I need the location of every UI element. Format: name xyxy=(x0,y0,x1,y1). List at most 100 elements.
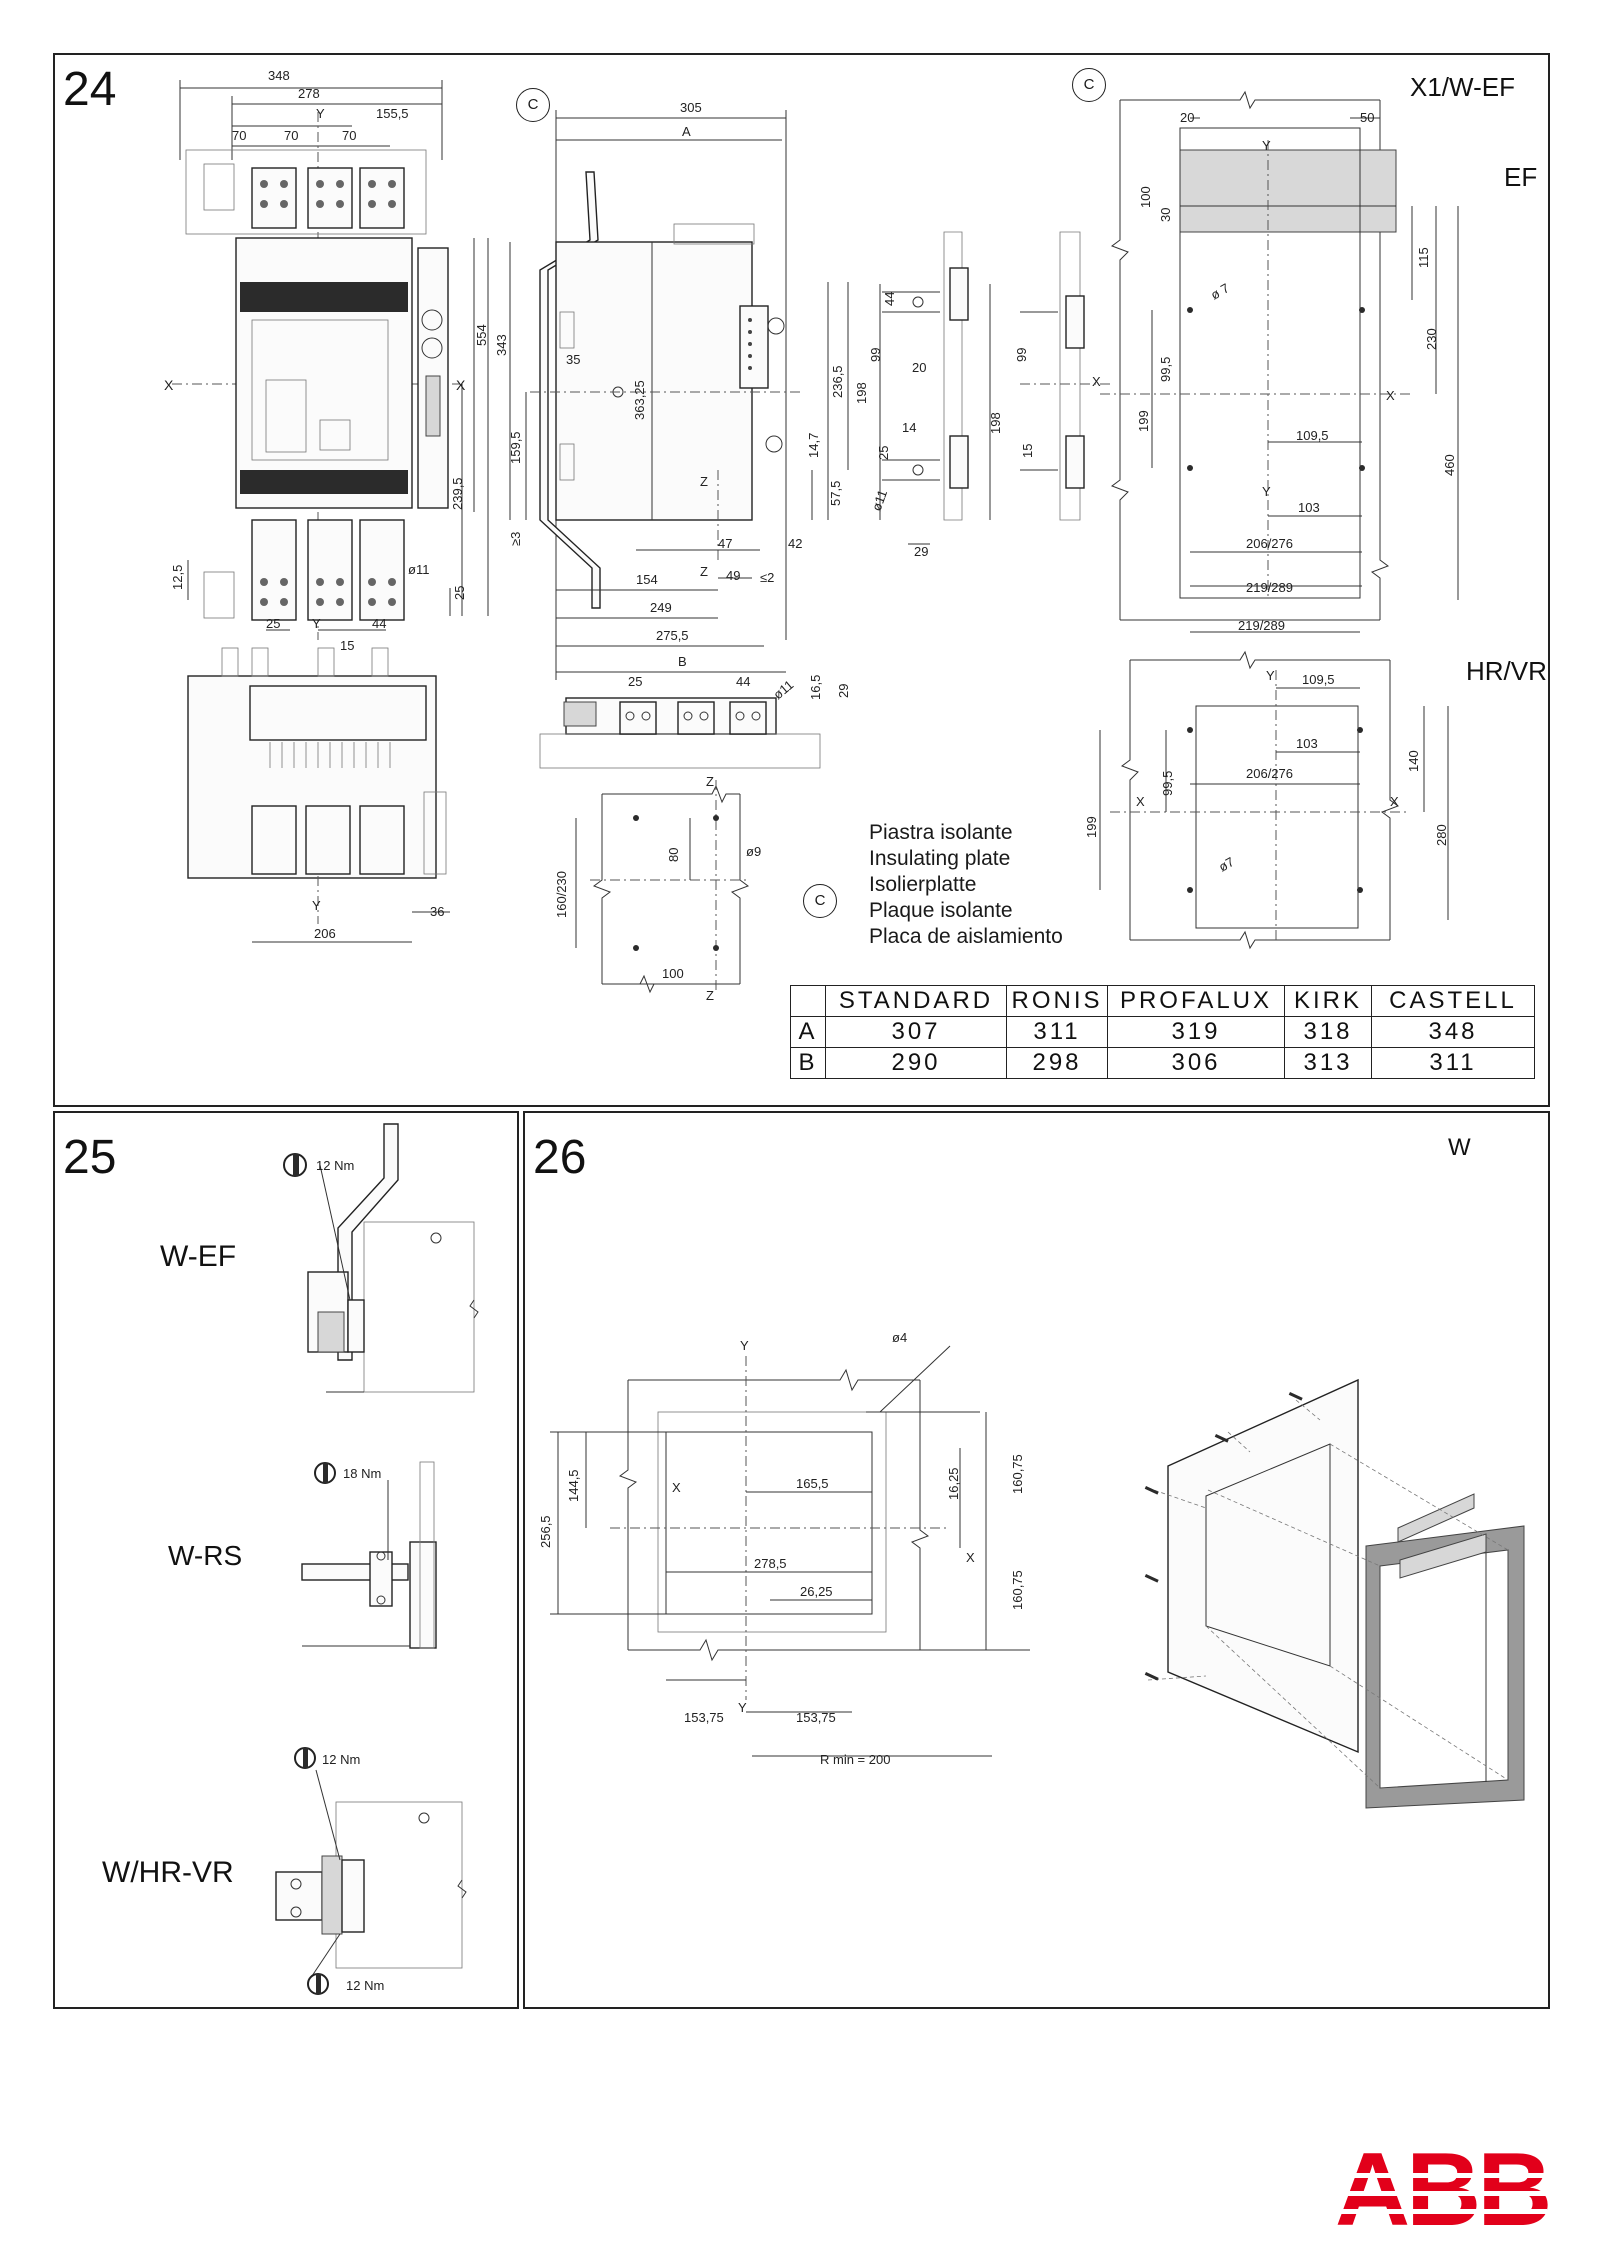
svg-text:100: 100 xyxy=(1138,186,1153,208)
svg-text:36: 36 xyxy=(430,904,444,919)
svg-text:12 Nm: 12 Nm xyxy=(316,1158,354,1173)
svg-text:X: X xyxy=(1386,388,1395,403)
svg-text:199: 199 xyxy=(1084,816,1099,838)
svg-text:18 Nm: 18 Nm xyxy=(343,1466,381,1481)
svg-text:Y: Y xyxy=(740,1338,749,1353)
callout-c-1: C xyxy=(516,88,550,122)
svg-text:109,5: 109,5 xyxy=(1296,428,1329,443)
svg-text:20: 20 xyxy=(912,360,926,375)
svg-text:70: 70 xyxy=(342,128,356,143)
table-cell xyxy=(790,985,826,1017)
svg-text:ø7: ø7 xyxy=(1216,854,1237,875)
table-cell: A xyxy=(790,1016,826,1048)
svg-text:35: 35 xyxy=(566,352,580,367)
svg-text:57,5: 57,5 xyxy=(828,481,843,506)
svg-text:12 Nm: 12 Nm xyxy=(346,1978,384,1993)
tag-w: W xyxy=(1448,1134,1471,1161)
svg-text:ø9: ø9 xyxy=(746,844,761,859)
table-cell: CASTELL xyxy=(1371,985,1535,1017)
svg-text:≥3: ≥3 xyxy=(508,532,523,546)
breaker-side-dims: 305 A 35 363,25 159,5 ≥3 236,5 198 57,5 … xyxy=(508,100,869,669)
table-cell: 290 xyxy=(825,1047,1007,1079)
label-w-ef: W-EF xyxy=(160,1240,237,1273)
svg-text:Y: Y xyxy=(312,898,321,913)
svg-text:ø4: ø4 xyxy=(892,1330,907,1345)
svg-text:16,25: 16,25 xyxy=(946,1467,961,1500)
svg-text:Y: Y xyxy=(312,616,321,631)
svg-text:230: 230 xyxy=(1424,328,1439,350)
abb-logo: ABB xyxy=(1335,2138,1552,2242)
svg-text:80: 80 xyxy=(666,848,681,862)
svg-text:14,7: 14,7 xyxy=(806,433,821,458)
panel-24-number: 24 xyxy=(63,63,117,116)
svg-text:239,5: 239,5 xyxy=(450,477,465,510)
table-cell: 306 xyxy=(1107,1047,1285,1079)
panel-25 xyxy=(53,1111,519,2009)
svg-text:X: X xyxy=(456,377,466,393)
svg-text:343: 343 xyxy=(494,334,509,356)
svg-text:236,5: 236,5 xyxy=(830,365,845,398)
svg-text:≤2: ≤2 xyxy=(760,570,774,585)
svg-text:305: 305 xyxy=(680,100,702,115)
svg-text:A: A xyxy=(682,124,691,139)
door-cutout-dims: ø4 Y 256,5 144,5 X 165,5 16,25 160,75 X … xyxy=(538,1330,1025,1767)
svg-text:Z: Z xyxy=(700,474,708,489)
svg-text:153,75: 153,75 xyxy=(796,1710,836,1725)
table-cell: KIRK xyxy=(1284,985,1372,1017)
svg-text:47: 47 xyxy=(718,536,732,551)
w-ef-detail xyxy=(283,1123,479,1393)
svg-text:44: 44 xyxy=(736,674,750,689)
table-cell: 298 xyxy=(1006,1047,1108,1079)
svg-text:12 Nm: 12 Nm xyxy=(322,1752,360,1767)
legend-line-es: Placa de aislamiento xyxy=(869,925,1063,948)
legend-line-de: Isolierplatte xyxy=(869,873,977,896)
table-cell: STANDARD xyxy=(825,985,1007,1017)
svg-text:155,5: 155,5 xyxy=(376,106,409,121)
svg-text:ø11: ø11 xyxy=(408,562,429,577)
svg-text:16,5: 16,5 xyxy=(808,675,823,700)
svg-text:206: 206 xyxy=(314,926,336,941)
tag-ef: EF xyxy=(1504,162,1538,192)
table-cell: 311 xyxy=(1006,1016,1108,1048)
svg-text:160/230: 160/230 xyxy=(554,871,569,918)
svg-text:280: 280 xyxy=(1434,824,1449,846)
svg-text:15: 15 xyxy=(340,638,354,653)
svg-text:160,75: 160,75 xyxy=(1010,1454,1025,1494)
table-cell: B xyxy=(790,1047,826,1079)
svg-text:99: 99 xyxy=(868,348,883,362)
table-row: A 307 311 319 318 348 xyxy=(790,1016,1535,1048)
svg-text:29: 29 xyxy=(836,684,851,698)
table-cell: 348 xyxy=(1371,1016,1535,1048)
panel-26-number: 26 xyxy=(533,1131,587,1184)
breaker-side-view xyxy=(509,110,849,769)
breaker-front-view xyxy=(172,80,489,943)
insulating-plate-legend: Piastra isolante Insulating plate Isolie… xyxy=(869,820,1063,950)
svg-text:140: 140 xyxy=(1406,750,1421,772)
svg-text:198: 198 xyxy=(854,382,869,404)
table-cell: 307 xyxy=(825,1016,1007,1048)
svg-text:103: 103 xyxy=(1296,736,1318,751)
svg-text:ø11: ø11 xyxy=(869,488,890,513)
label-w-hr-vr: W/HR-VR xyxy=(102,1856,234,1889)
svg-text:44: 44 xyxy=(372,616,386,631)
svg-text:12,5: 12,5 xyxy=(170,565,185,590)
svg-text:14: 14 xyxy=(902,420,916,435)
w-hr-vr-detail xyxy=(275,1747,467,1995)
svg-text:144,5: 144,5 xyxy=(566,1469,581,1502)
svg-text:Z: Z xyxy=(706,988,714,1003)
svg-text:160,75: 160,75 xyxy=(1010,1570,1025,1610)
svg-text:70: 70 xyxy=(284,128,298,143)
svg-text:25: 25 xyxy=(266,616,280,631)
svg-text:115: 115 xyxy=(1416,247,1431,268)
svg-text:99,5: 99,5 xyxy=(1160,771,1175,796)
svg-text:X: X xyxy=(1092,374,1101,389)
svg-text:275,5: 275,5 xyxy=(656,628,689,643)
svg-text:206/276: 206/276 xyxy=(1246,766,1293,781)
breaker-front-dims: 348 278 155,5 Y 70 70 70 X X 554 343 239… xyxy=(164,68,509,941)
svg-text:25: 25 xyxy=(628,674,642,689)
svg-text:363,25: 363,25 xyxy=(632,380,647,420)
panel-25-number: 25 xyxy=(63,1131,117,1184)
